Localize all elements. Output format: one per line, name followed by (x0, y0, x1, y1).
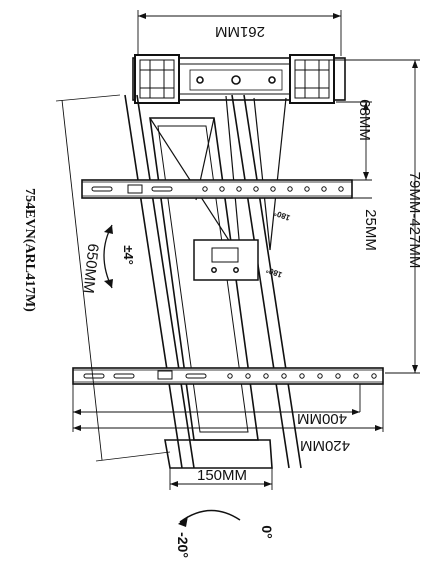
tilt-max-label: 0° (259, 525, 275, 538)
lower-rail-slots (83, 373, 377, 379)
tilt-arc-arrow (103, 224, 113, 289)
dim-top-width: 261MM (215, 23, 265, 40)
dim-bottom-width: 150MM (197, 467, 247, 484)
wall-plate (132, 54, 346, 104)
tilt-arc-arrowhead-top (104, 225, 113, 234)
dim-rail-spacing: 25MM (362, 209, 379, 251)
dim-width-400: 400MM (297, 410, 347, 427)
dim-width-420: 420MM (300, 437, 350, 454)
upper-rail (81, 179, 353, 199)
tilt-arc-arrowhead-bottom (104, 279, 113, 288)
dimension-arrowheads (73, 13, 418, 487)
tilt-level-label: ±4° (121, 245, 136, 265)
tilt-min-label: -20° (175, 532, 191, 558)
dimension-lines (55, 10, 420, 490)
swivel-label-right: 180° (265, 265, 284, 279)
swivel-label-left: 180° (273, 208, 292, 222)
model-label: 754EVN(ARL417M) (22, 188, 37, 312)
dim-extension: 79MM-427MM (406, 172, 423, 269)
upper-rail-slots (91, 186, 344, 192)
dim-diagonal: 650MM (79, 243, 101, 295)
center-plate (193, 239, 259, 281)
range-arc-arrow (179, 509, 241, 523)
range-arc-arrowhead (178, 516, 188, 527)
dim-offset: 68MM (356, 99, 373, 141)
